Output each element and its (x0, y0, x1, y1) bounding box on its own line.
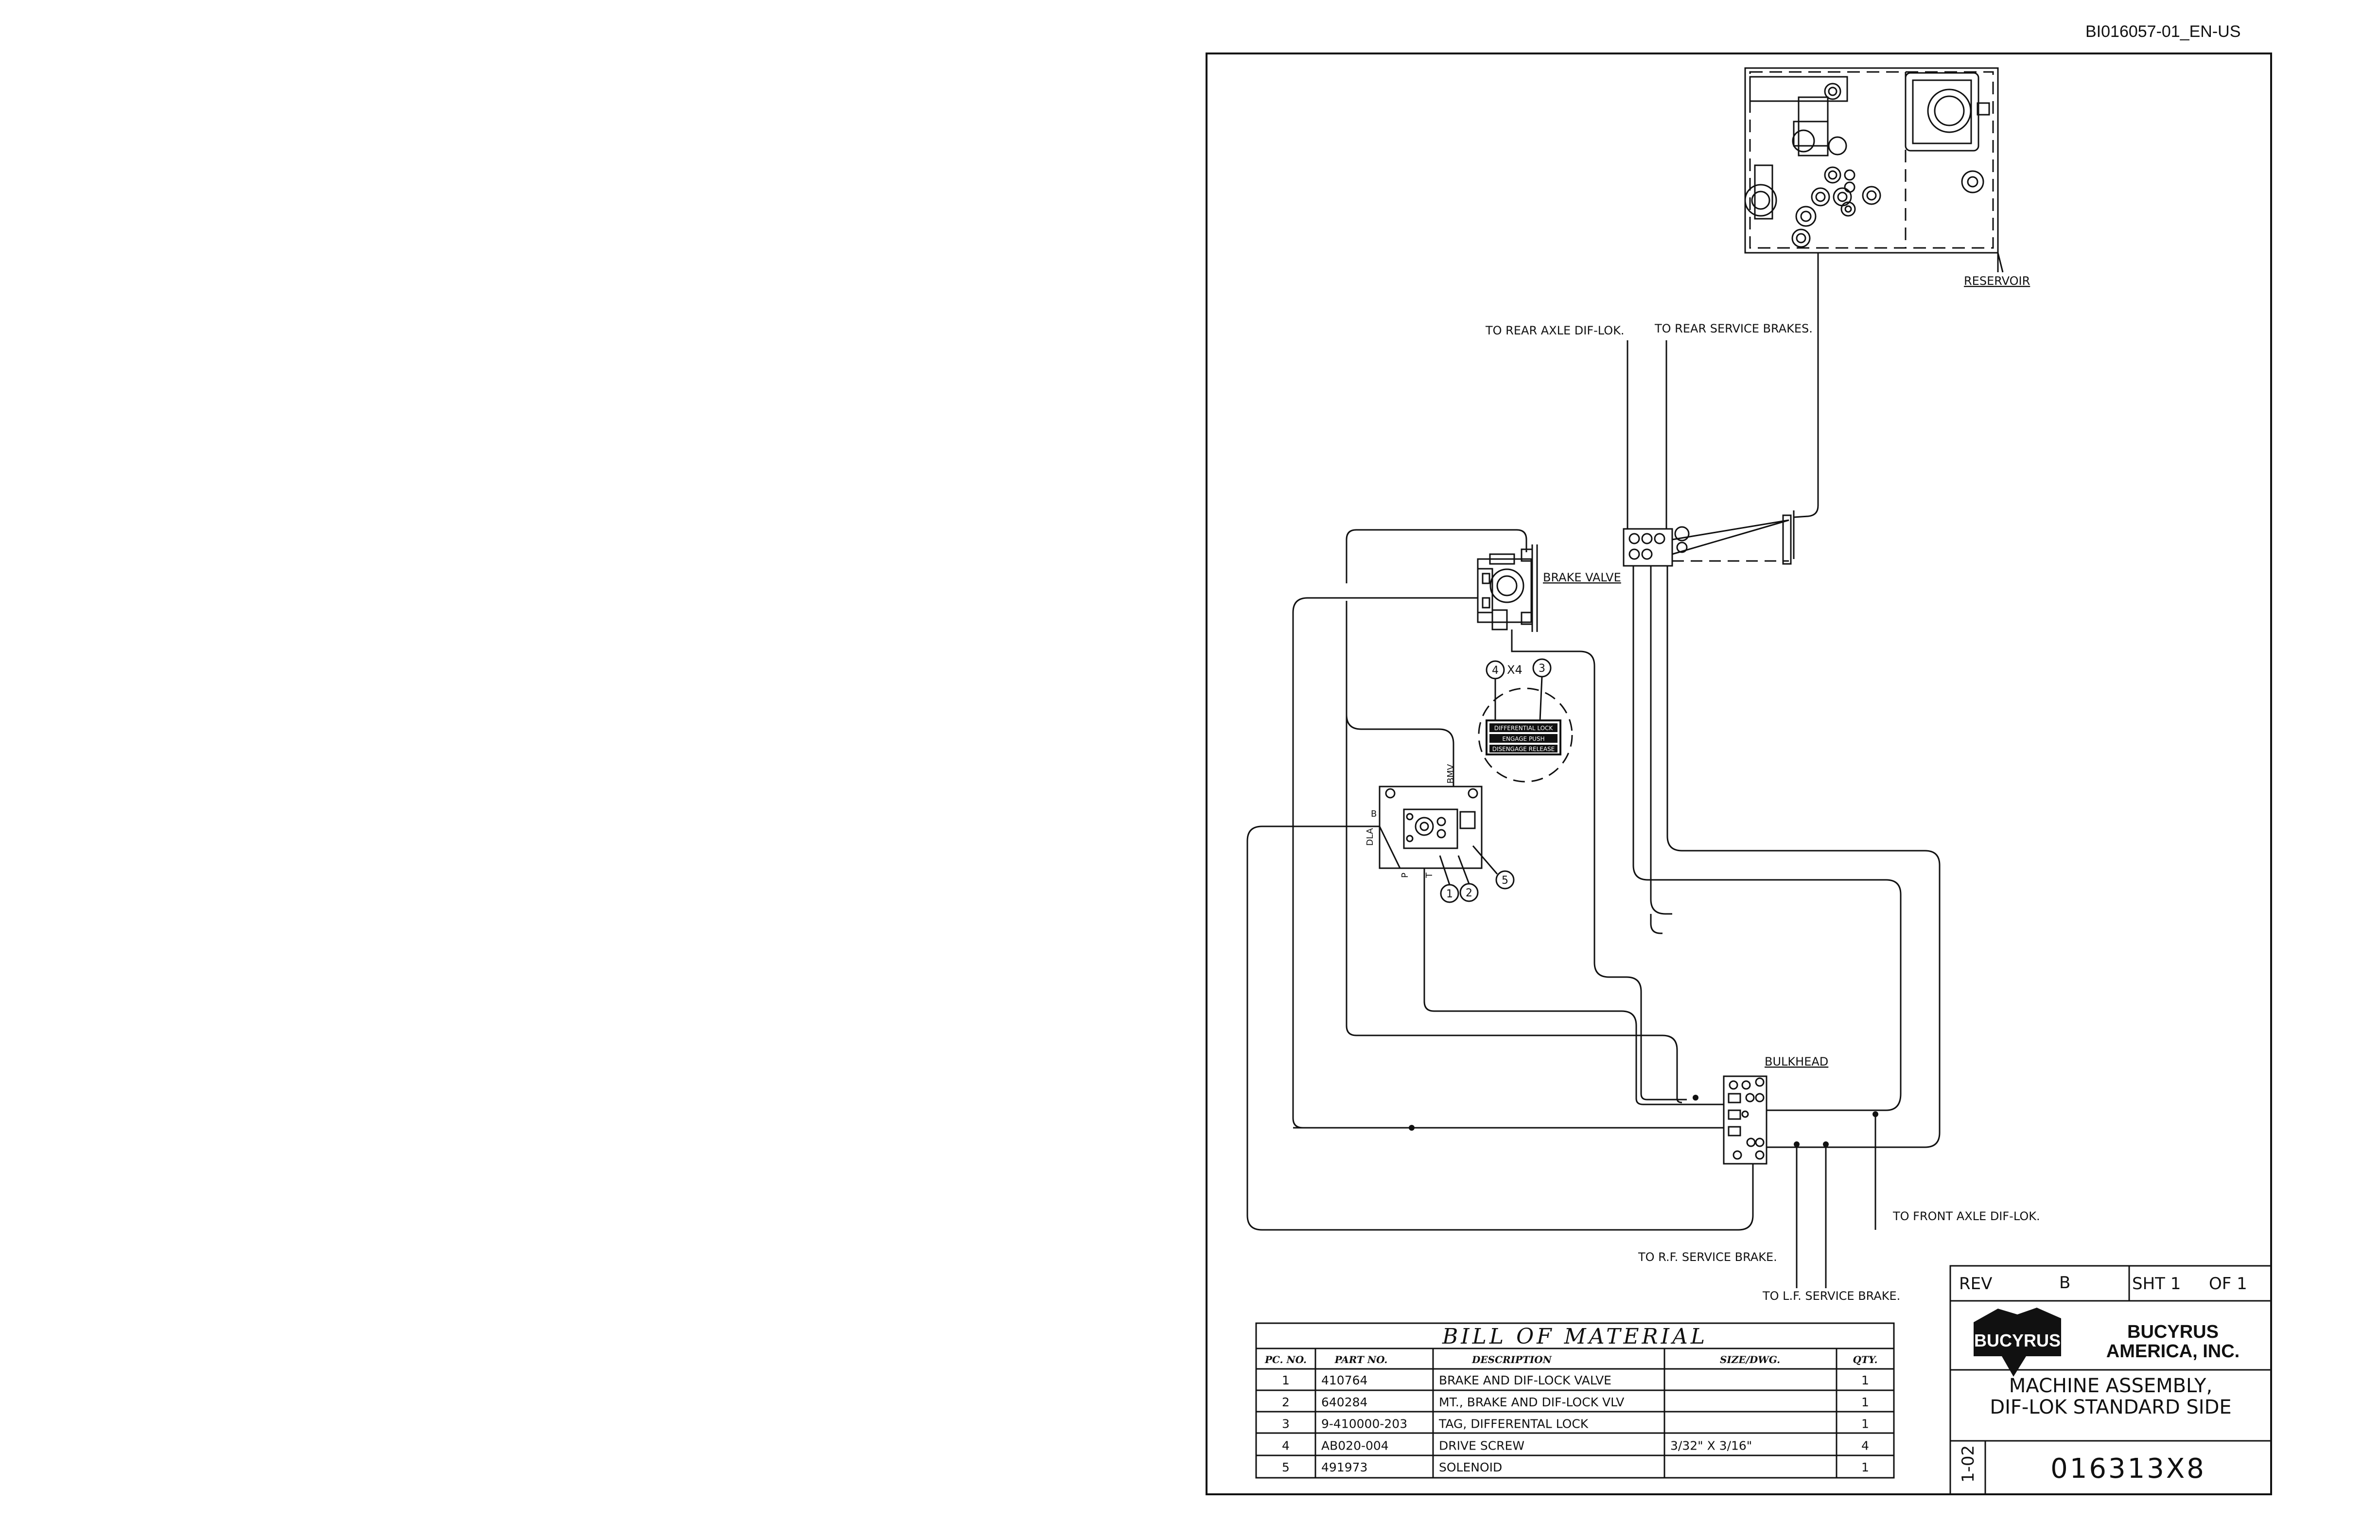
callout-balloons (1439, 658, 1552, 903)
bom-cell: 5 (1282, 1460, 1290, 1474)
bom-cell: 3/32" X 3/16" (1670, 1438, 1752, 1452)
bom-header-cell: PC. NO. (1264, 1354, 1307, 1365)
drawing-border (1206, 52, 2272, 1495)
port-label-t: T (1424, 872, 1435, 878)
bom-cell: 491973 (1321, 1460, 1367, 1474)
bom-cell: 1 (1861, 1460, 1869, 1474)
bom-header-cell: QTY. (1853, 1354, 1878, 1365)
tag-detail: DIFFERENTIAL LOCK ENGAGE PUSH DISENGAGE … (1478, 687, 1573, 783)
front-axle-dif-lok-label: TO FRONT AXLE DIF-LOK. (1892, 1209, 2040, 1223)
bom-title: BILL OF MATERIAL (1442, 1324, 1708, 1349)
junction-dots (1409, 1095, 1878, 1147)
callout-text: 3 (1539, 663, 1545, 675)
bulkhead-label: BULKHEAD (1765, 1055, 1828, 1068)
rev-value: B (2059, 1273, 2070, 1293)
title-block (1949, 1265, 2272, 1495)
drawing-number: 016313X8 (2050, 1453, 2206, 1485)
bom-header-cell: PART NO. (1334, 1354, 1388, 1365)
sheet-label: SHT 1 (2132, 1274, 2181, 1294)
drawing-title-line2: DIF-LOK STANDARD SIDE (1990, 1396, 2231, 1418)
bom-cell: DRIVE SCREW (1439, 1438, 1524, 1452)
frame-fitting-block (1623, 510, 1795, 567)
tag-line: DIFFERENTIAL LOCK (1494, 725, 1554, 732)
company-name-line2: AMERICA, INC. (2106, 1341, 2240, 1362)
bom-cell: 1 (1282, 1373, 1290, 1387)
bom-cell: 410764 (1321, 1373, 1367, 1387)
bom-cell: 640284 (1321, 1395, 1367, 1409)
bucyrus-logo: BUCYRUS (1974, 1308, 2061, 1377)
logo-text: BUCYRUS (1974, 1330, 2061, 1350)
rf-service-brake-label: TO R.F. SERVICE BRAKE. (1638, 1250, 1777, 1264)
bom-cell: 4 (1282, 1438, 1290, 1452)
bulkhead (1723, 1075, 1768, 1165)
bom-row: 1 410764 BRAKE AND DIF-LOCK VALVE 1 (1282, 1373, 1869, 1387)
rear-axle-dif-lok-label: TO REAR AXLE DIF-LOK. (1485, 324, 1625, 337)
bom-cell: TAG, DIFFERENTAL LOCK (1438, 1417, 1589, 1431)
bom-cell: BRAKE AND DIF-LOCK VALVE (1439, 1373, 1611, 1387)
tag-line: DISENGAGE RELEASE (1492, 746, 1555, 752)
rear-service-brakes-label: TO REAR SERVICE BRAKES. (1654, 322, 1813, 335)
tag-line: ENGAGE PUSH (1502, 735, 1544, 742)
port-label-bmv: BMV (1446, 764, 1456, 784)
bill-of-material-table (1255, 1322, 1895, 1479)
bom-cell: 2 (1282, 1395, 1290, 1409)
bom-row: 2 640284 MT., BRAKE AND DIF-LOCK VLV 1 (1282, 1395, 1869, 1409)
dif-lock-valve-mount (1379, 786, 1483, 869)
callout-text: 5 (1502, 875, 1508, 887)
bom-cell: 3 (1282, 1417, 1290, 1431)
bom-row: 4 AB020-004 DRIVE SCREW 3/32" X 3/16" 4 (1282, 1438, 1869, 1452)
brake-valve (1477, 544, 1538, 632)
bom-cell: SOLENOID (1439, 1460, 1502, 1474)
hydraulic-lines (1246, 253, 1941, 1288)
callout-4-qty: X4 (1507, 663, 1522, 677)
bom-row: 3 9-410000-203 TAG, DIFFERENTAL LOCK 1 (1282, 1417, 1869, 1431)
callout-text: 2 (1466, 887, 1472, 899)
bom-row: 5 491973 SOLENOID 1 (1282, 1460, 1869, 1474)
drawing-title-line1: MACHINE ASSEMBLY, (2009, 1375, 2212, 1397)
lf-service-brake-label: TO L.F. SERVICE BRAKE. (1762, 1289, 1900, 1303)
sheet-of-label: OF 1 (2209, 1274, 2247, 1294)
document-id: BI016057-01_EN-US (2085, 22, 2241, 41)
bom-cell: 9-410000-203 (1321, 1417, 1407, 1431)
callout-text: 4 (1492, 665, 1499, 677)
brake-valve-label: BRAKE VALVE (1543, 571, 1621, 584)
bom-cell: MT., BRAKE AND DIF-LOCK VLV (1439, 1395, 1624, 1409)
bom-header-row: PC. NO. PART NO. DESCRIPTION SIZE/DWG. Q… (1264, 1354, 1878, 1365)
bom-cell: 4 (1861, 1438, 1869, 1452)
reservoir-assembly (1744, 67, 2004, 273)
bom-cell: 1 (1861, 1395, 1869, 1409)
reservoir-label: RESERVOIR (1964, 274, 2030, 288)
date-code: 1-02 (1959, 1445, 1978, 1483)
port-label-dla: DLA (1365, 828, 1375, 846)
bom-cell: AB020-004 (1321, 1438, 1389, 1452)
bom-header-cell: DESCRIPTION (1471, 1354, 1552, 1365)
company-name-line1: BUCYRUS (2127, 1322, 2219, 1342)
bom-rows: 1 410764 BRAKE AND DIF-LOCK VALVE 1 2 640284 M… (1282, 1373, 1869, 1474)
callout-5 (1495, 870, 1515, 890)
bom-cell: 1 (1861, 1417, 1869, 1431)
bom-header-cell: SIZE/DWG. (1720, 1354, 1780, 1365)
port-label-p: P (1400, 873, 1410, 878)
bom-cell: 1 (1861, 1373, 1869, 1387)
port-label-b: B (1371, 809, 1377, 819)
callout-text: 1 (1446, 888, 1453, 900)
rev-label: REV (1959, 1274, 1992, 1294)
